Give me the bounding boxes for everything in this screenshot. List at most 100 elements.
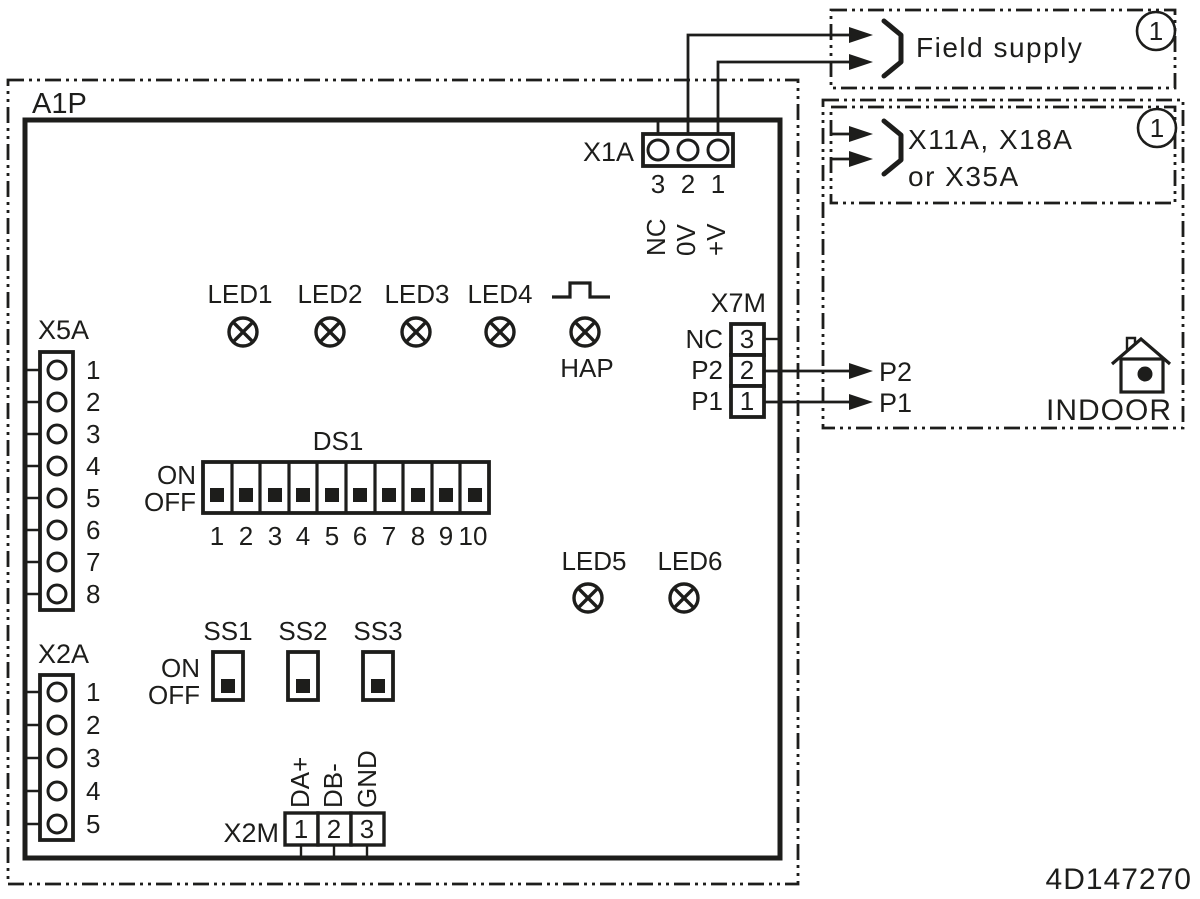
brace-icon (881, 18, 904, 79)
led-indicator-row: LED1 LED2 LED3 LED4 HAP (207, 279, 613, 383)
led-label: LED6 (657, 546, 722, 576)
x1a-connector: X1A 3 2 1 NC 0V +V (583, 27, 873, 256)
arrowhead-icon (849, 151, 873, 167)
led-icon (668, 582, 700, 614)
x7m-row-label: P1 (691, 386, 723, 416)
ds1-position-number: 3 (268, 521, 282, 551)
x1a-signal-label: NC (641, 218, 671, 256)
x2m-label: X2M (223, 818, 279, 848)
arrowhead-icon (849, 394, 873, 410)
pin-circle (46, 519, 68, 541)
x5a-label: X5A (38, 315, 89, 345)
x1a-label: X1A (583, 137, 634, 167)
indoor-connector-border (829, 105, 1177, 205)
field-supply-box: Field supply 1 (829, 8, 1177, 90)
pin-circle (46, 813, 68, 835)
ds1-position-number: 7 (382, 521, 396, 551)
indoor-unit-border (821, 98, 1185, 430)
pin-circle (46, 780, 68, 802)
led-label: LED2 (297, 279, 362, 309)
ds1-position-number: 1 (210, 521, 224, 551)
ss1-actuator-off (221, 679, 235, 693)
led-label: LED5 (561, 546, 626, 576)
ds1-dip-switch: DS1 ON OFF 1 2 3 4 5 6 7 8 9 10 (144, 426, 491, 551)
x2a-connector: X2A 1 2 3 4 5 (24, 639, 100, 842)
ds1-cell-dividers (230, 462, 462, 513)
x1a-signal-label: +V (701, 223, 731, 256)
pin-circle (46, 747, 68, 769)
ss3-actuator-off (371, 679, 385, 693)
led-icon (227, 316, 259, 348)
ss3-label: SS3 (353, 616, 402, 646)
led-label: LED3 (384, 279, 449, 309)
x2m-signal-label: DB- (318, 763, 348, 808)
ds1-position-number: 8 (411, 521, 425, 551)
x1a-signal-label: 0V (671, 224, 701, 256)
x2a-pin-number: 5 (86, 809, 100, 839)
ds1-position-number: 9 (439, 521, 453, 551)
outer-enclosure-border (6, 78, 800, 886)
ss-selector-switches: SS1 SS2 SS3 ON OFF (148, 616, 403, 710)
x5a-pin-number: 4 (86, 451, 100, 481)
hap-led-icon (569, 316, 601, 348)
pin-circle (46, 551, 68, 573)
x5a-pin-number: 6 (86, 515, 100, 545)
ds1-position-number: 2 (239, 521, 253, 551)
field-supply-label: Field supply (916, 32, 1083, 63)
indoor-connectors-line2: or X35A (908, 161, 1020, 192)
arrowhead-icon (849, 54, 873, 70)
x5a-pin-number: 5 (86, 483, 100, 513)
indoor-connectors-line1: X11A, X18A (908, 124, 1073, 155)
ss1-label: SS1 (203, 616, 252, 646)
pin-circle (46, 455, 68, 477)
indoor-label: INDOOR (1046, 394, 1172, 427)
x7m-terminal-1 (729, 384, 766, 419)
ds1-on-label: ON (157, 460, 196, 490)
ds1-position-number: 10 (459, 521, 488, 551)
x2m-signal-label: DA+ (285, 757, 315, 808)
x5a-pin-number: 1 (86, 355, 100, 385)
ss2-label: SS2 (278, 616, 327, 646)
x5a-pin-number: 8 (86, 579, 100, 609)
arrowhead-icon (849, 126, 873, 142)
x2m-signal-label: GND (352, 750, 382, 808)
pin-circle (46, 714, 68, 736)
ds1-switch-actuators-off (210, 488, 482, 502)
x1a-pin-number: 3 (651, 169, 665, 199)
house-icon (1110, 336, 1172, 394)
led-label: LED1 (207, 279, 272, 309)
pin-circle (676, 138, 700, 162)
led-icon (314, 316, 346, 348)
x2a-label: X2A (38, 639, 89, 669)
x5a-pin-number: 2 (86, 387, 100, 417)
pin-circle (46, 583, 68, 605)
pin-circle (706, 138, 730, 162)
ss2-actuator-off (296, 679, 310, 693)
note-number: 1 (1150, 113, 1164, 143)
x1a-pin-number: 2 (681, 169, 695, 199)
x7m-label: X7M (710, 288, 766, 318)
x5a-pin-number: 7 (86, 547, 100, 577)
pin-circle (46, 681, 68, 703)
led-icon (400, 316, 432, 348)
ss-off-label: OFF (148, 680, 200, 710)
note-circle (1135, 10, 1177, 52)
x7m-row-label: NC (685, 324, 723, 354)
x1a-pin1-wire (716, 60, 852, 140)
x2m-terminal-block: DA+ DB- GND X2M 1 2 3 (223, 750, 386, 856)
pin-circle (46, 487, 68, 509)
arrowhead-icon (849, 363, 873, 379)
x2a-pin-number: 1 (86, 677, 100, 707)
field-supply-border (829, 8, 1177, 90)
ds1-position-number: 4 (296, 521, 310, 551)
board-label: A1P (32, 88, 87, 120)
x2a-pin-number: 3 (86, 743, 100, 773)
x2m-pin-number: 2 (327, 814, 341, 844)
note-number: 1 (1149, 16, 1163, 46)
x2m-terminal-3 (349, 811, 386, 847)
ds1-off-label: OFF (144, 487, 196, 517)
pin-circle (46, 391, 68, 413)
p1-wire-label: P1 (879, 388, 912, 418)
